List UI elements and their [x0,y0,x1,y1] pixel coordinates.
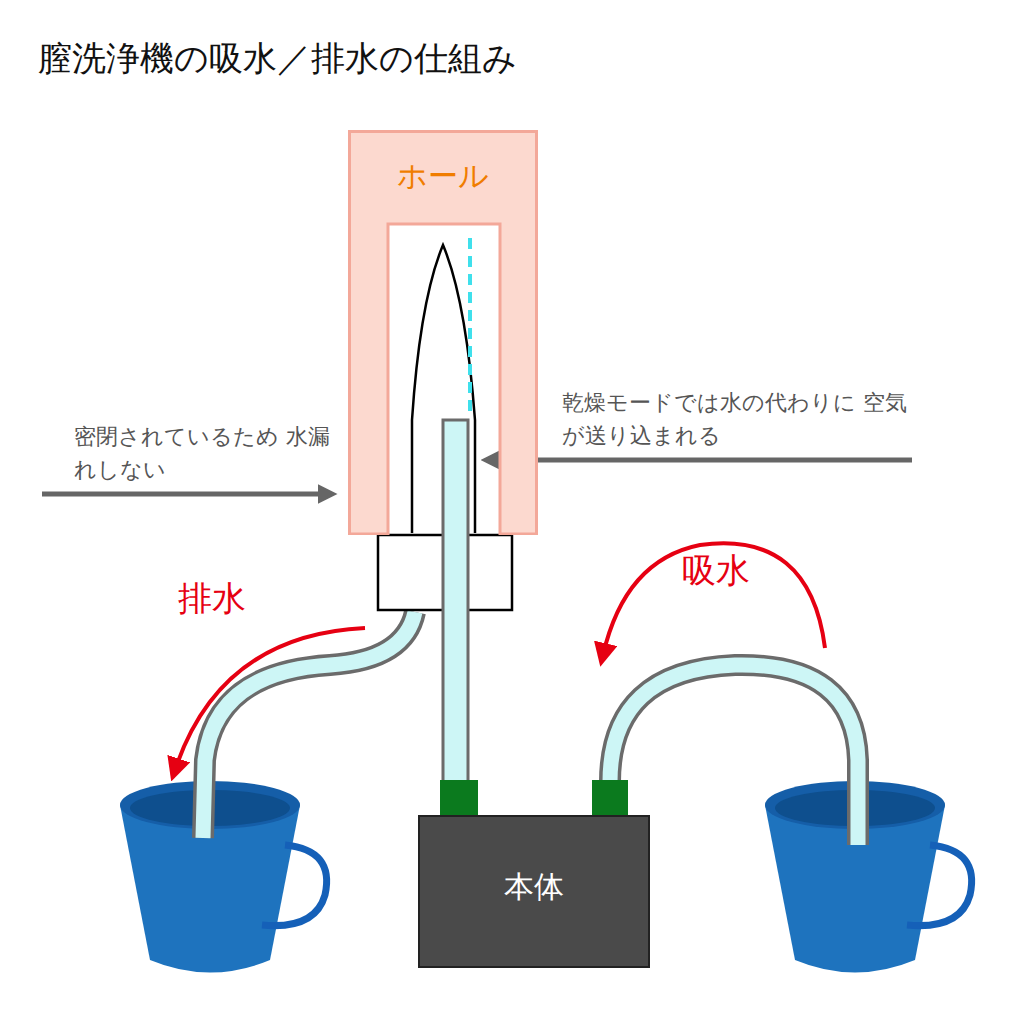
water-jet [468,238,472,415]
node-label: ホール [348,130,538,197]
callout-note: 密閉されているため 水漏れしない [74,420,334,486]
connector [592,780,628,816]
hole-housing: ホール [348,130,538,535]
connector [440,780,478,816]
drain-hose [203,612,415,838]
node-label: 本体 [418,815,650,908]
flow-arrow [175,628,365,770]
leader-arrow [42,492,330,497]
flow-label: 吸水 [682,550,792,591]
diagram-title: 膣洗浄機の吸水／排水の仕組み [38,36,517,82]
leader-arrow [488,458,912,463]
callout-note: 乾燥モードでは水の代わりに 空気が送り込まれる [562,386,922,452]
main-unit: 本体 [418,815,650,968]
flow-label: 排水 [178,578,288,619]
flow-arrow [603,543,825,655]
bucket [120,781,327,973]
supply-tube [443,420,468,782]
